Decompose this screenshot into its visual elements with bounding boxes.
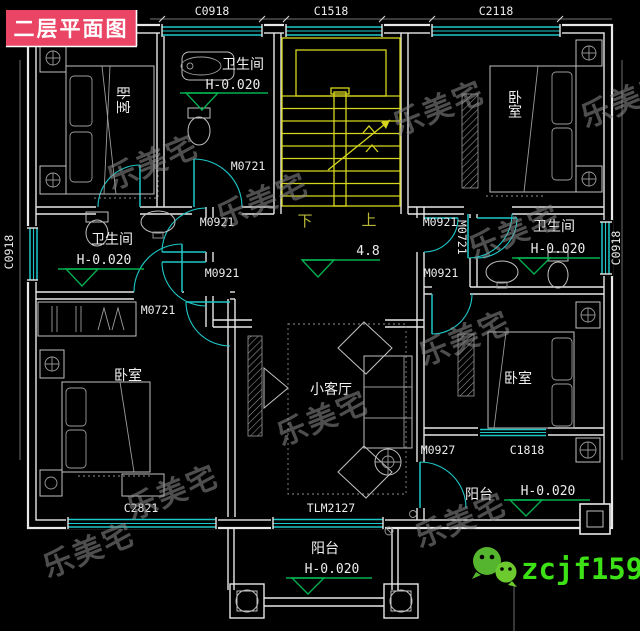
stairs — [281, 37, 401, 207]
furniture — [37, 39, 603, 499]
toilet-icon — [85, 211, 109, 223]
room-label-bedroom-br: 卧室 — [504, 370, 532, 387]
window-label-c2821: C2821 — [124, 501, 159, 515]
stair-up-label: 上 — [361, 211, 376, 229]
dim-c0918-right: C0918 — [609, 231, 623, 266]
labels: C0918 C1518 C2118 C0918 C0918 M0721 M072… — [2, 4, 623, 577]
sink-icon — [140, 210, 176, 234]
bathroom-fixtures — [85, 51, 569, 289]
title-banner: 二层平面图 — [6, 10, 138, 48]
toilet-icon — [187, 107, 211, 119]
bed-bottom-right — [457, 301, 601, 463]
tv-icon — [263, 366, 289, 410]
bathtub-icon — [181, 51, 235, 81]
wechat-watermark: zcjf159 — [472, 547, 640, 587]
room-label-bedroom-bl: 卧室 — [114, 367, 142, 384]
door-label-m0721-top: M0721 — [231, 159, 266, 173]
room-label-bath-right: 卫生间 — [533, 219, 575, 235]
door-label-m0921-rt: M0921 — [423, 215, 458, 229]
bed-top-right — [461, 39, 603, 197]
stair-down-label: 下 — [297, 212, 312, 230]
wechat-id-text: zcjf159 — [521, 552, 640, 586]
dim-c0918-top: C0918 — [195, 4, 230, 18]
level-bath-left: H-0.020 — [77, 253, 132, 268]
room-label-balcony-bottom: 阳台 — [311, 541, 339, 557]
windows — [26, 23, 613, 529]
dim-c2118-top: C2118 — [479, 4, 514, 18]
door-label-m0927: M0927 — [421, 443, 456, 457]
level-balcony-right: H-0.020 — [521, 484, 576, 499]
door-label-m0921-lb: M0921 — [205, 266, 240, 280]
level-markers — [58, 92, 600, 595]
interior-walls — [36, 33, 604, 520]
dim-c0918-left: C0918 — [2, 235, 16, 270]
living-room-furniture — [247, 321, 413, 499]
bed-bottom-left — [37, 301, 165, 497]
level-stair-landing: 4.8 — [356, 244, 379, 259]
level-bath-right: H-0.020 — [531, 242, 586, 257]
toilet-icon — [547, 251, 569, 262]
room-label-balcony-right: 阳台 — [465, 487, 493, 503]
room-label-bath-top: 卫生间 — [222, 57, 264, 73]
door-label-m0721-left: M0721 — [141, 303, 176, 317]
door-label-m0721-right: M0721 — [455, 220, 469, 255]
window-label-c1818: C1818 — [510, 443, 545, 457]
bed-top-left — [39, 43, 159, 199]
door-label-m0921-rb: M0921 — [424, 266, 459, 280]
balcony-structure — [227, 503, 611, 619]
door-label-tlm2127: TLM2127 — [307, 501, 356, 515]
dimension-lines — [19, 15, 623, 631]
door-label-m0921-lt: M0921 — [200, 215, 235, 229]
sink-icon — [485, 260, 519, 284]
wechat-icon — [472, 547, 517, 587]
banner-background — [6, 10, 136, 46]
room-label-bath-left: 卫生间 — [91, 232, 133, 248]
page-title: 二层平面图 — [14, 17, 129, 41]
level-balcony-bottom: H-0.020 — [305, 562, 360, 577]
dim-c1518-top: C1518 — [314, 4, 349, 18]
level-bath-top: H-0.020 — [206, 78, 261, 93]
doors — [97, 158, 518, 509]
room-label-bedroom-tl: 卧室 — [114, 86, 131, 114]
room-label-living: 小客厅 — [310, 381, 352, 398]
room-label-bedroom-tr: 卧室 — [506, 90, 522, 118]
